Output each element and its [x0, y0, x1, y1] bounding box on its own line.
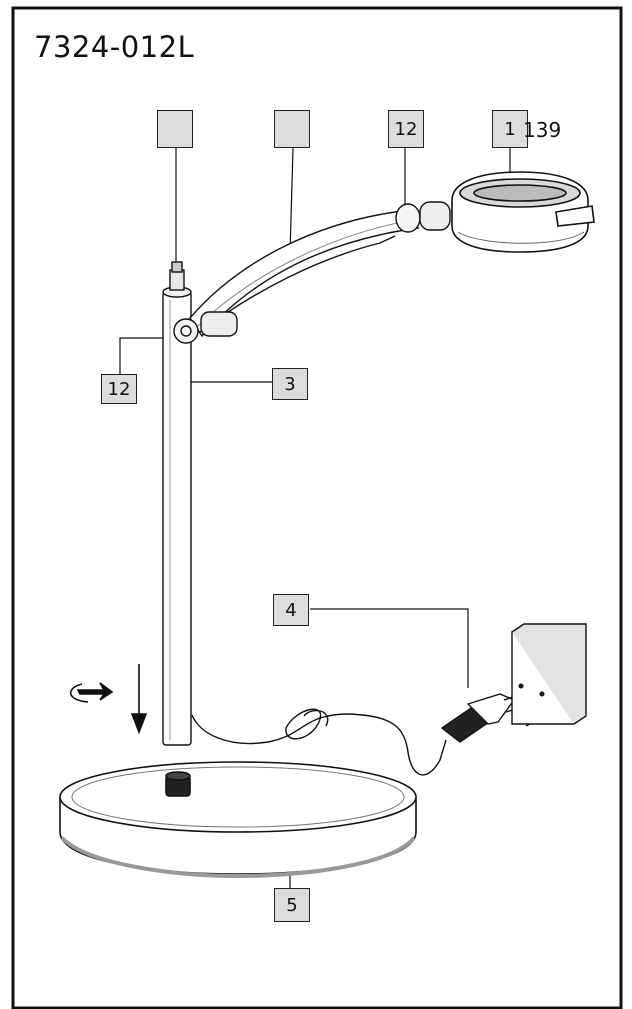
lamp-head — [451, 171, 595, 253]
callout-base: 5 — [274, 888, 310, 922]
callout-joint-top: 12 — [388, 110, 424, 148]
wall-socket — [511, 623, 587, 725]
callout-empty-left — [157, 110, 193, 148]
gooseneck-arm — [173, 201, 451, 344]
base — [59, 761, 417, 879]
callout-empty-arm — [274, 110, 310, 148]
callout-head: 1 — [492, 110, 528, 148]
pole — [162, 261, 192, 746]
model-number: 7324-012L — [34, 30, 195, 64]
power-cable — [191, 708, 447, 776]
assembly-arrows — [69, 664, 148, 735]
head-code-label: 139 — [523, 118, 562, 142]
callout-joint-bottom: 12 — [101, 374, 137, 404]
page-border — [11, 6, 623, 1009]
callout-plug: 4 — [273, 594, 309, 626]
callout-pole: 3 — [272, 368, 308, 400]
